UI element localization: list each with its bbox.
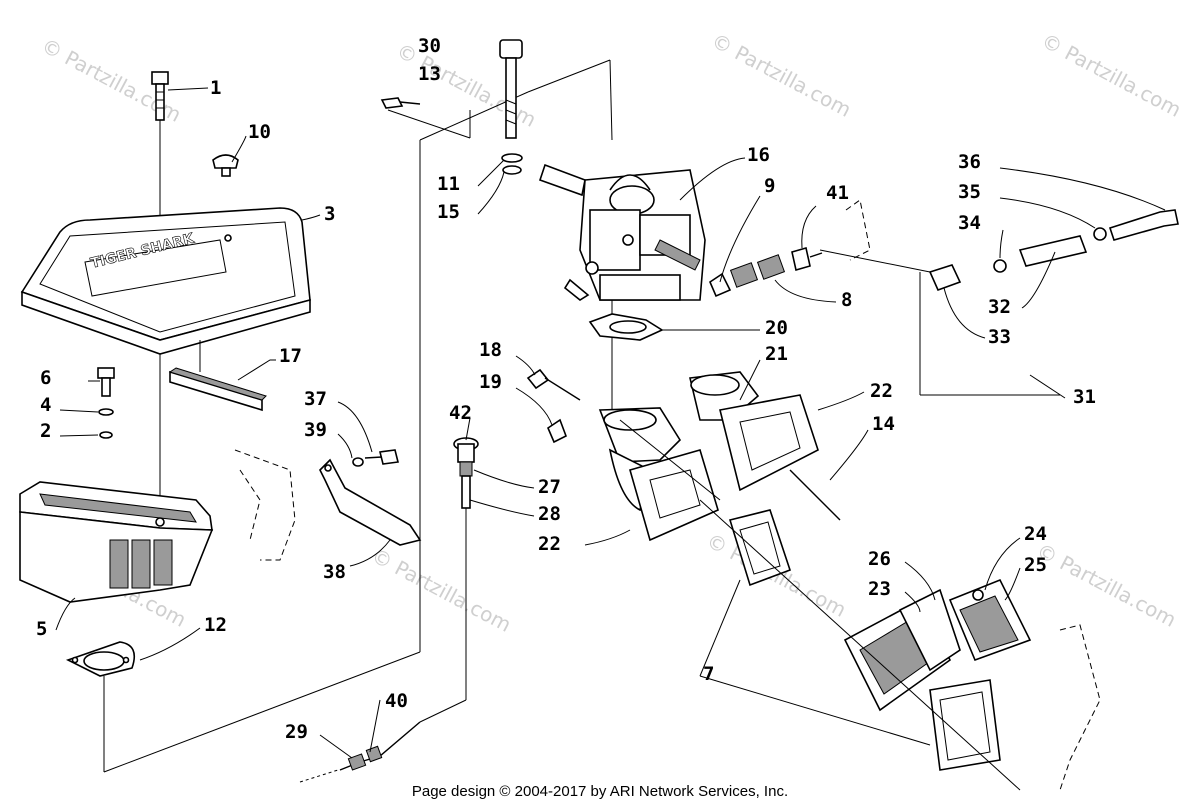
- callout-33: 33: [988, 326, 1011, 348]
- callout-12: 12: [204, 614, 227, 636]
- callout-28: 28: [538, 503, 561, 525]
- stud-13: [499, 39, 523, 139]
- callout-32: 32: [988, 296, 1011, 318]
- callout-31: 31: [1073, 386, 1096, 408]
- callout-34: 34: [958, 212, 981, 234]
- fitting-41: [791, 246, 823, 272]
- callout-21: 21: [765, 343, 788, 365]
- callout-18: 18: [479, 339, 502, 361]
- nut-35: [1093, 227, 1107, 241]
- ball-joint-33: [928, 264, 962, 292]
- callout-26: 26: [868, 548, 891, 570]
- stud-14: [789, 469, 841, 521]
- bolt-6: [97, 367, 115, 397]
- watermark-text: © Partzilla.com: [1033, 538, 1181, 632]
- washer-15: [502, 165, 522, 175]
- callout-38: 38: [323, 561, 346, 583]
- engine-outline-left: [234, 449, 296, 561]
- callout-24: 24: [1024, 523, 1047, 545]
- callout-19: 19: [479, 371, 502, 393]
- callout-22: 22: [870, 380, 893, 402]
- foam-strip-17: [168, 340, 267, 412]
- filter-8: [729, 254, 786, 288]
- choke-plunger-28: [461, 475, 471, 540]
- watermark-text: © Partzilla.com: [368, 543, 516, 637]
- gasket-12: [65, 641, 136, 677]
- callout-16: 16: [747, 144, 770, 166]
- washer-39: [352, 457, 364, 467]
- washer-4: [98, 408, 114, 416]
- air-box-base-5: [19, 481, 214, 603]
- washer-11: [501, 153, 523, 163]
- fitting-19: [547, 418, 568, 444]
- rod-end-36: [1108, 209, 1179, 241]
- callout-1: 1: [210, 77, 221, 99]
- cable-end-29: [299, 769, 339, 783]
- callout-8: 8: [841, 289, 852, 311]
- callout-5: 5: [36, 618, 47, 640]
- watermark-text: © Partzilla.com: [708, 28, 856, 122]
- callout-29: 29: [285, 721, 308, 743]
- watermark-text: © Partzilla.com: [1038, 28, 1186, 122]
- callout-23: 23: [868, 578, 891, 600]
- callout-11: 11: [437, 173, 460, 195]
- callout-14: 14: [872, 413, 895, 435]
- lockwasher-2: [99, 431, 113, 439]
- reed-26: [898, 588, 961, 672]
- bolt-1: [151, 71, 169, 121]
- nut-34: [993, 259, 1007, 273]
- bracket-38: [319, 458, 422, 546]
- callout-42: 42: [449, 402, 472, 424]
- air-box-assembly: TIGER SHARK: [19, 71, 311, 772]
- screw-30: [380, 97, 421, 109]
- callout-37: 37: [304, 388, 327, 410]
- callout-17: 17: [279, 345, 302, 367]
- copyright-footer: Page design © 2004-2017 by ARI Network S…: [412, 783, 788, 800]
- choke-nut-27: [459, 461, 473, 477]
- callout-39: 39: [304, 419, 327, 441]
- gasket-20: [588, 313, 664, 341]
- choke-knob-42: [453, 437, 479, 463]
- callout-40: 40: [385, 690, 408, 712]
- plug-10: [212, 154, 239, 177]
- callout-15: 15: [437, 201, 460, 223]
- callout-30: 30: [418, 35, 441, 57]
- bolt-37: [364, 449, 399, 465]
- tube-32: [1018, 235, 1088, 267]
- bolt-18: [526, 368, 581, 401]
- callout-25: 25: [1024, 554, 1047, 576]
- fuel-fitting-9: [709, 272, 732, 298]
- screw-24: [972, 589, 984, 601]
- reed-valve-assembly: [619, 419, 1101, 791]
- callout-10: 10: [248, 121, 271, 143]
- callout-36: 36: [958, 151, 981, 173]
- callout-13: 13: [418, 63, 441, 85]
- callout-27: 27: [538, 476, 561, 498]
- carburetor-16: [538, 163, 706, 301]
- callout-35: 35: [958, 181, 981, 203]
- intake-manifold-22: [598, 371, 819, 542]
- callout-4: 4: [40, 394, 51, 416]
- callout-22b: 22: [538, 533, 561, 555]
- callout-3: 3: [324, 203, 335, 225]
- callout-41: 41: [826, 182, 849, 204]
- callout-9: 9: [764, 175, 775, 197]
- callout-20: 20: [765, 317, 788, 339]
- gasket-7b: [929, 679, 1001, 771]
- linkage-assembly-31: [819, 199, 1179, 396]
- air-box-cover-3: TIGER SHARK: [20, 207, 311, 355]
- leader-lines: [55, 87, 1166, 759]
- callout-2: 2: [40, 420, 51, 442]
- assembly-lines: [103, 59, 613, 773]
- callout-6: 6: [40, 367, 51, 389]
- callout-7: 7: [703, 663, 714, 685]
- choke-cable-40: [339, 721, 421, 771]
